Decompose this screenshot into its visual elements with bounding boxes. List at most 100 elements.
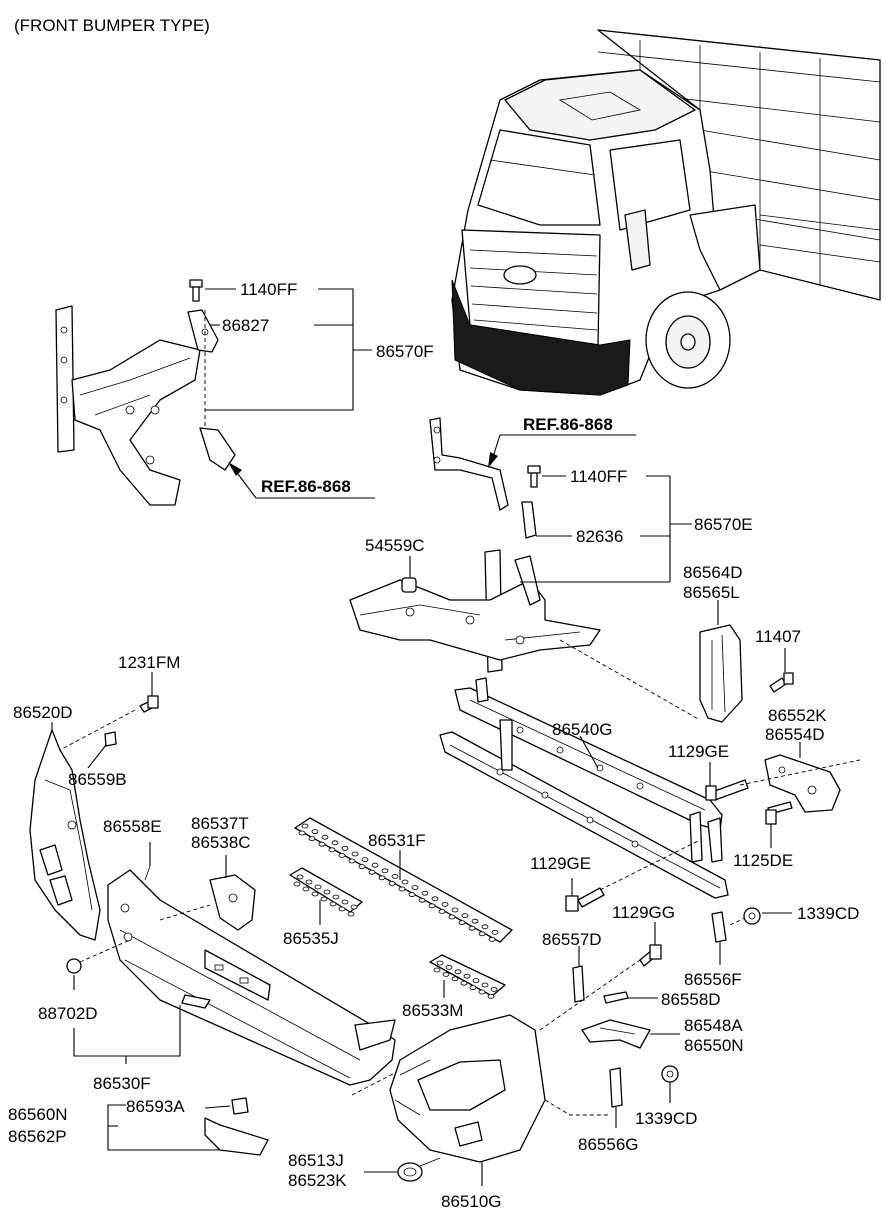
leaders-86510G [364, 1162, 483, 1186]
mesh-hole [301, 823, 309, 829]
mesh-hole [468, 925, 476, 931]
part-86531F-mesh-strip [294, 817, 513, 943]
label-86510G: 86510G [441, 1192, 502, 1211]
mesh-hole [298, 830, 306, 836]
label-86558D: 86558D [661, 990, 721, 1009]
label-86827: 86827 [222, 316, 269, 335]
mesh-hole [408, 892, 416, 897]
mesh-hole [438, 909, 446, 914]
mesh-hole [461, 913, 469, 918]
part-54559C-nut [401, 577, 417, 593]
mesh-hole [341, 846, 349, 851]
mesh-hole [488, 937, 496, 942]
label-86593A: 86593A [126, 1097, 185, 1116]
part-upper-bar-ref [429, 417, 509, 511]
part-86533M-mesh [429, 954, 506, 999]
label-86556G: 86556G [578, 1135, 639, 1154]
mesh-hole [305, 879, 313, 885]
label-1231FM: 1231FM [118, 653, 180, 672]
label-86538C: 86538C [191, 833, 251, 852]
part-86530F-main-bumper [107, 869, 396, 1086]
mesh-hole [454, 969, 462, 975]
clip-86593A [231, 1097, 249, 1115]
leaders-86520D [51, 672, 153, 769]
bolt-1125DE [765, 801, 793, 825]
plug-88702D [66, 958, 82, 974]
dash-86558D [539, 959, 641, 1031]
mesh-hole [491, 930, 499, 935]
mesh-hole [314, 884, 322, 890]
mesh-hole [418, 897, 426, 903]
leaders-86560N [107, 1104, 231, 1151]
part-86558D-clip [603, 991, 629, 1004]
mesh-hole [293, 881, 301, 887]
label-82636: 82636 [576, 527, 623, 546]
mesh-hole [469, 985, 477, 990]
label-86552K: 86552K [768, 706, 827, 725]
mesh-hole [302, 886, 310, 892]
mesh-hole [320, 896, 328, 902]
mesh-hole [311, 891, 319, 897]
mesh-hole [421, 890, 429, 896]
mesh-hole [358, 864, 366, 869]
part-86552K-bracket [764, 754, 841, 813]
mesh-hole [442, 972, 450, 977]
mesh-hole [323, 889, 331, 895]
label-86540G: 86540G [552, 720, 613, 739]
label-86558E: 86558E [103, 817, 162, 836]
mesh-hole [478, 989, 486, 995]
mesh-hole [318, 841, 326, 847]
leaders-86564D [559, 600, 786, 721]
mesh-hole [361, 857, 369, 862]
label-86523K: 86523K [288, 1171, 347, 1190]
label-86520D: 86520D [13, 703, 73, 722]
truck-illustration [451, 29, 881, 396]
nut-1339CD-top [743, 907, 761, 925]
part-86520D-left-corner [29, 729, 101, 941]
mesh-hole [487, 994, 495, 999]
mesh-hole [463, 973, 471, 979]
bolt-1129GG [639, 944, 662, 967]
mesh-hole [371, 862, 379, 868]
mesh-hole [391, 874, 399, 879]
label-1129GG: 1129GG [612, 903, 675, 922]
truck-side-window [609, 139, 691, 231]
part-86564D-side-bracket [699, 624, 743, 723]
truck-mirror [624, 209, 651, 271]
mesh-hole [381, 868, 389, 874]
mesh-hole [472, 978, 480, 983]
part-86535J-mesh [289, 867, 363, 917]
label-86513J: 86513J [288, 1151, 344, 1170]
mesh-hole [338, 906, 346, 912]
mesh-hole [332, 894, 340, 900]
leaders-86570E [409, 434, 692, 583]
mesh-hole [348, 858, 356, 864]
mesh-hole [388, 881, 396, 886]
truck-windshield [477, 129, 601, 226]
label-1140FF-right: 1140FF [570, 467, 627, 486]
leader-86540G [579, 735, 599, 769]
label-1140FF-left: 1140FF [240, 280, 297, 299]
mesh-hole [433, 967, 441, 973]
diagram-title: (FRONT BUMPER TYPE) [14, 16, 210, 35]
label-86564D: 86564D [683, 563, 743, 582]
part-86560N-lower-trim [204, 1117, 269, 1156]
label-11407: 11407 [755, 627, 801, 646]
bolt-1129GE-left [565, 887, 605, 912]
mesh-hole [451, 907, 459, 913]
mesh-hole [350, 904, 358, 910]
dash-1129GE-left [599, 839, 701, 891]
label-86560N: 86560N [8, 1105, 68, 1124]
truck-front-bumper-highlight [451, 279, 631, 396]
mesh-hole [490, 987, 498, 992]
label-88702D: 88702D [38, 1004, 98, 1023]
label-86550N: 86550N [684, 1036, 744, 1055]
mesh-hole [347, 911, 355, 917]
label-86554D: 86554D [765, 725, 825, 744]
label-1129GE-left: 1129GE [530, 854, 591, 873]
label-86530F: 86530F [93, 1074, 151, 1093]
part-86827-bracket [187, 309, 219, 353]
label-86570E: 86570E [694, 515, 753, 534]
mesh-hole [311, 829, 319, 834]
part-86557D-clip [572, 965, 585, 1003]
